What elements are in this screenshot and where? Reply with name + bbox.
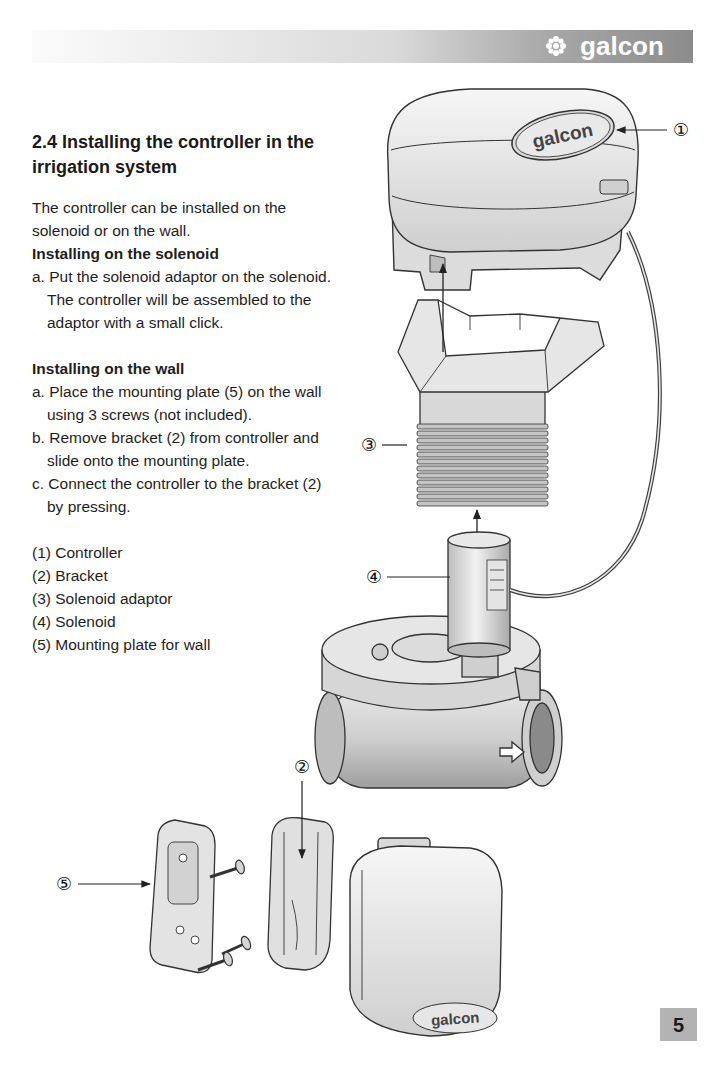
valve-body bbox=[315, 616, 562, 788]
section-title: 2.4 Installing the controller in the irr… bbox=[32, 130, 332, 180]
controller bbox=[388, 89, 639, 290]
solenoid-adaptor bbox=[398, 300, 604, 506]
step-text: a. Place the mounting plate (5) on the w… bbox=[32, 380, 332, 426]
screws bbox=[198, 859, 253, 970]
subheading: Installing on the solenoid bbox=[32, 242, 332, 265]
part-list-item: (2) Bracket bbox=[32, 564, 332, 587]
step-text: c. Connect the controller to the bracket… bbox=[32, 472, 332, 518]
product-logo: galcon bbox=[430, 1009, 479, 1027]
step-text: a. Put the solenoid adaptor on the solen… bbox=[32, 265, 332, 334]
part-list-item: (1) Controller bbox=[32, 541, 332, 564]
text-column: 2.4 Installing the controller in the irr… bbox=[32, 130, 332, 656]
assembly-arrow bbox=[442, 264, 443, 352]
logo-flower bbox=[546, 36, 566, 56]
leader-lines bbox=[78, 130, 667, 884]
subheading: Installing on the wall bbox=[32, 357, 332, 380]
callout-number: ④ bbox=[366, 568, 382, 586]
part-list-item: (3) Solenoid adaptor bbox=[32, 587, 332, 610]
page-number-box bbox=[660, 1008, 697, 1041]
callout-number: ① bbox=[673, 121, 689, 139]
brand-logo: galcon bbox=[580, 33, 664, 59]
callout-number: ③ bbox=[361, 436, 377, 454]
part-list-item: (5) Mounting plate for wall bbox=[32, 633, 332, 656]
header-bar bbox=[32, 30, 693, 63]
bracket bbox=[268, 818, 333, 970]
wall-controller bbox=[350, 838, 502, 1036]
step-text: b. Remove bracket (2) from controller an… bbox=[32, 426, 332, 472]
assembly-arrow bbox=[476, 510, 477, 532]
intro-text: The controller can be installed on the s… bbox=[32, 196, 332, 242]
callout-number: ② bbox=[294, 758, 310, 776]
mounting-plate bbox=[150, 820, 215, 973]
solenoid bbox=[448, 532, 510, 677]
part-list-item: (4) Solenoid bbox=[32, 610, 332, 633]
page-number: 5 bbox=[673, 1015, 684, 1035]
callout-number: ⑤ bbox=[56, 875, 72, 893]
